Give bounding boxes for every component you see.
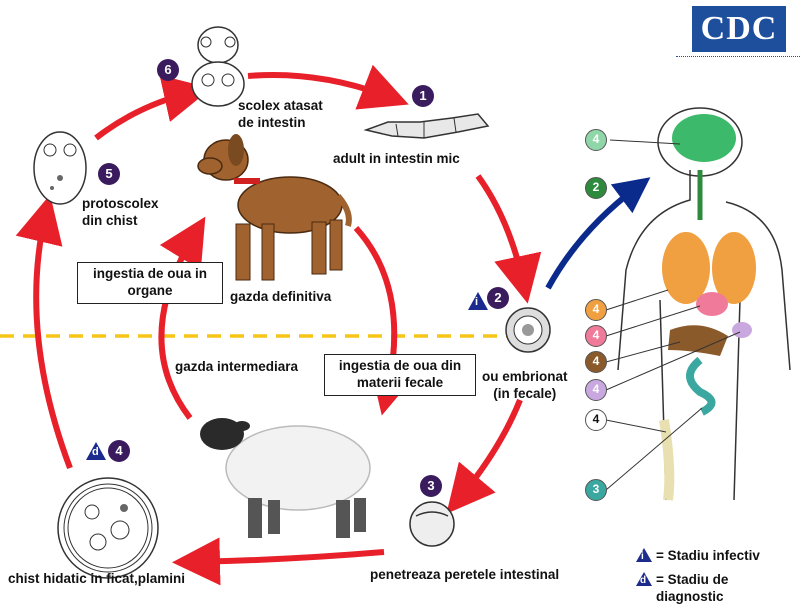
stage-6-badge: 6 xyxy=(157,59,179,81)
human-badge-6: 4 xyxy=(585,379,607,401)
ingestion-organs-box: ingestia de oua in organe xyxy=(77,262,223,304)
dog-drawing xyxy=(197,134,352,281)
human-badge-1: 4 xyxy=(585,129,607,151)
definitive-host-label: gazda definitiva xyxy=(230,289,332,304)
legend-infective-symbol: i xyxy=(641,551,644,562)
intermediate-host-label: gazda intermediara xyxy=(175,359,299,374)
stage4-diagnostic-triangle xyxy=(86,442,106,460)
stage-6-label: scolex atasat de intestin xyxy=(238,98,323,130)
stage-1-badge: 1 xyxy=(412,85,434,107)
stage-5-badge: 5 xyxy=(98,163,120,185)
stage-1-label: adult in intestin mic xyxy=(333,151,460,166)
ingestion-feces-box: ingestia de oua din materii fecale xyxy=(324,354,476,396)
oncosphere-drawing xyxy=(409,501,455,547)
arrow-6-to-1 xyxy=(247,64,409,110)
human-badge-3: 4 xyxy=(585,299,607,321)
adult-worm-drawing xyxy=(363,113,490,139)
stage-3-badge: 3 xyxy=(420,475,442,497)
human-badge-2: 2 xyxy=(585,177,607,199)
egg-drawing xyxy=(505,307,551,353)
stage-2-label: ou embrionat (in fecale) xyxy=(482,369,568,401)
human-figure-drawing xyxy=(617,107,791,501)
legend-diagnostic-symbol: d xyxy=(640,575,647,586)
stage-5-label: protoscolex din chist xyxy=(82,196,159,228)
legend-diagnostic-triangle xyxy=(636,572,652,586)
human-badge-8: 3 xyxy=(585,479,607,501)
stage4-diagnostic-symbol: d xyxy=(92,446,99,458)
arrow-1-to-2 xyxy=(475,174,542,304)
hydatid-cyst-drawing xyxy=(57,477,159,579)
cdc-logo: CDC xyxy=(692,6,786,52)
arrow-3-to-4 xyxy=(172,537,385,586)
arrow-sheep-to-dog xyxy=(158,216,206,420)
arrow-to-human xyxy=(545,177,651,290)
human-badge-5: 4 xyxy=(585,351,607,373)
stage-3-label: penetreaza peretele intestinal xyxy=(370,567,560,582)
stage-4-label: chist hidatic in ficat,plamini xyxy=(8,571,186,586)
stage2-infective-symbol: i xyxy=(475,296,479,308)
sheep-drawing xyxy=(200,418,371,538)
arrow-4-to-5 xyxy=(15,194,73,470)
human-badge-4: 4 xyxy=(585,325,607,347)
arrow-2-to-3 xyxy=(446,398,523,514)
legend-infective-label: = Stadiu infectiv xyxy=(656,548,760,563)
arrow-5-to-6 xyxy=(94,75,212,141)
human-badge-7: 4 xyxy=(585,409,607,431)
cdc-logo-underline xyxy=(676,56,800,63)
scolex-drawing xyxy=(191,26,245,107)
protoscolex-drawing xyxy=(33,131,87,205)
stage-4-badge: 4 xyxy=(108,440,130,462)
stage2-infective-triangle xyxy=(468,292,488,310)
stage-2-badge: 2 xyxy=(487,287,509,309)
legend-infective-triangle xyxy=(636,548,652,562)
